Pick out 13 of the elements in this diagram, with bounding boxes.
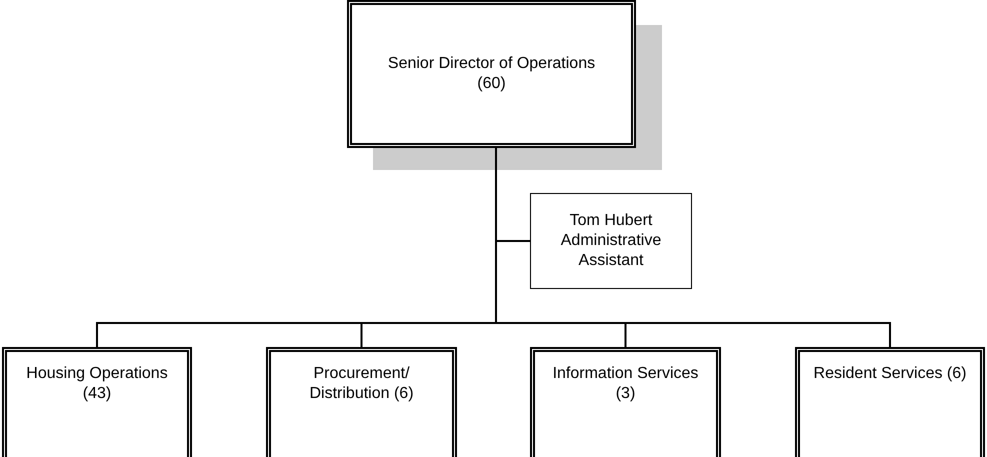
department-box: [530, 347, 721, 457]
box-label: Procurement/ Distribution (6): [308, 364, 415, 404]
box-label: Tom Hubert: [570, 211, 652, 231]
department-box: [2, 347, 192, 457]
department-box: [795, 347, 985, 457]
box-label: Administrative Assistant: [560, 231, 662, 271]
box-label: Resident Services (6): [814, 364, 966, 384]
box-label: Information Services (3): [552, 364, 700, 404]
department-box: [347, 0, 636, 148]
assistant-box: [530, 193, 692, 289]
box-label: Senior Director of Operations (60): [386, 54, 596, 94]
box-label: Housing Operations (43): [25, 364, 169, 404]
department-box: [266, 347, 457, 457]
